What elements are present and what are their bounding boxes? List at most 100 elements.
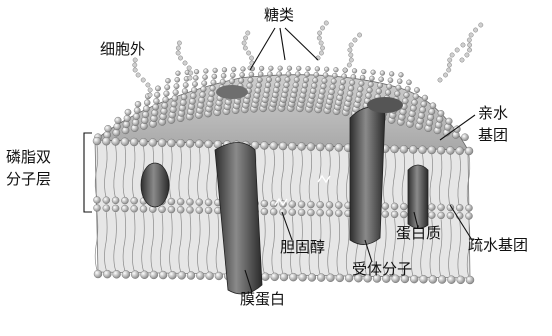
lipid-head (437, 116, 444, 123)
lipid-head (103, 205, 110, 212)
lipid-head (261, 200, 268, 207)
lipid-head (329, 89, 335, 95)
receptor-protein (350, 107, 385, 244)
lipid-head (385, 90, 391, 96)
lipid-head (270, 142, 278, 150)
sugar-bead (467, 48, 471, 52)
lipid-head (190, 93, 196, 99)
lipid-head (289, 273, 297, 281)
lipid-head (334, 67, 339, 72)
lipid-head (404, 92, 410, 98)
lipid-head (348, 85, 354, 91)
lipid-head (400, 211, 407, 218)
lipid-head (131, 197, 138, 204)
lipid-head (323, 73, 328, 78)
lipid-head (299, 273, 307, 281)
sugar-bead (177, 41, 181, 45)
lipid-head (132, 119, 139, 126)
lipid-head (428, 146, 436, 154)
sugar-bead (349, 43, 353, 47)
lipid-head (277, 71, 282, 76)
lipid-head (413, 94, 419, 100)
lipid-head (292, 87, 298, 93)
lipid-head (112, 205, 119, 212)
sugar-bead (467, 38, 471, 42)
lipid-head (140, 138, 148, 146)
lipid-head (389, 71, 394, 76)
sugar-bead (320, 26, 324, 30)
lipid-head (186, 140, 194, 148)
lipid-head (405, 86, 410, 91)
lipid-head (162, 102, 168, 108)
lipid-head (102, 137, 110, 145)
lipid-head (285, 77, 290, 82)
sugar-bead (461, 43, 465, 47)
lipid-head (444, 124, 451, 131)
lipid-head (307, 201, 314, 208)
sugar-bead (317, 31, 321, 35)
lipid-head (319, 88, 325, 94)
lipid-head (428, 212, 435, 219)
lipid-head (419, 107, 425, 113)
sugar-bead (349, 53, 353, 57)
lipid-head (94, 270, 102, 278)
sugar-bead (249, 56, 253, 60)
lipid-head (317, 209, 324, 216)
sugar-bead (460, 58, 464, 62)
lipid-head (241, 67, 246, 72)
lipid-head (134, 107, 140, 113)
lipid-head (93, 137, 101, 145)
sugar-bead (357, 33, 361, 37)
lipid-head (165, 78, 170, 83)
lipid-head (326, 143, 334, 151)
label-bilayer-line2: 分子层 (6, 170, 51, 188)
lipid-head (150, 271, 158, 279)
lipid-head (387, 84, 392, 89)
lipid-head (421, 101, 427, 107)
label-bilayer-line1: 磷脂双 (6, 148, 51, 166)
lipid-head (335, 144, 343, 152)
lipid-head (172, 95, 178, 101)
lipid-head (307, 209, 314, 216)
lipid-head (308, 273, 316, 281)
lipid-head (155, 86, 160, 91)
lipid-head (168, 206, 175, 213)
lipid-head (336, 274, 344, 282)
sugar-pointer (250, 28, 275, 70)
lipid-head (154, 92, 160, 98)
lipid-head (144, 100, 150, 106)
lipid-head (330, 84, 336, 90)
lipid-head (391, 211, 398, 218)
lipid-head (151, 110, 158, 117)
lipid-head (180, 99, 186, 105)
sugar-bead (465, 53, 469, 57)
lipid-head (388, 78, 393, 83)
lipid-head (177, 198, 184, 205)
lipid-head (112, 138, 120, 146)
lipid-head (177, 139, 185, 147)
sugar-bead (176, 46, 180, 50)
sugar-bead (317, 36, 321, 40)
lipid-head (205, 140, 213, 148)
lipid-head (418, 112, 425, 119)
lipid-head (168, 198, 175, 205)
lipid-head (168, 271, 176, 279)
lipid-head (396, 85, 401, 90)
lipid-head (221, 73, 226, 78)
lipid-head (310, 88, 316, 94)
lipid-head (274, 82, 280, 88)
lipid-head (380, 71, 385, 76)
lipid-head (327, 274, 335, 282)
lipid-head (360, 75, 365, 80)
lipid-head (123, 121, 130, 128)
lipid-head (295, 72, 300, 77)
lipid-head (322, 78, 327, 83)
lipid-head (400, 203, 407, 210)
sugar-bead (348, 48, 352, 52)
lipid-head (210, 85, 216, 91)
lipid-head (456, 147, 464, 155)
lipid-head (428, 204, 435, 211)
lipid-head (171, 101, 177, 107)
surface-protein-2 (367, 97, 403, 113)
